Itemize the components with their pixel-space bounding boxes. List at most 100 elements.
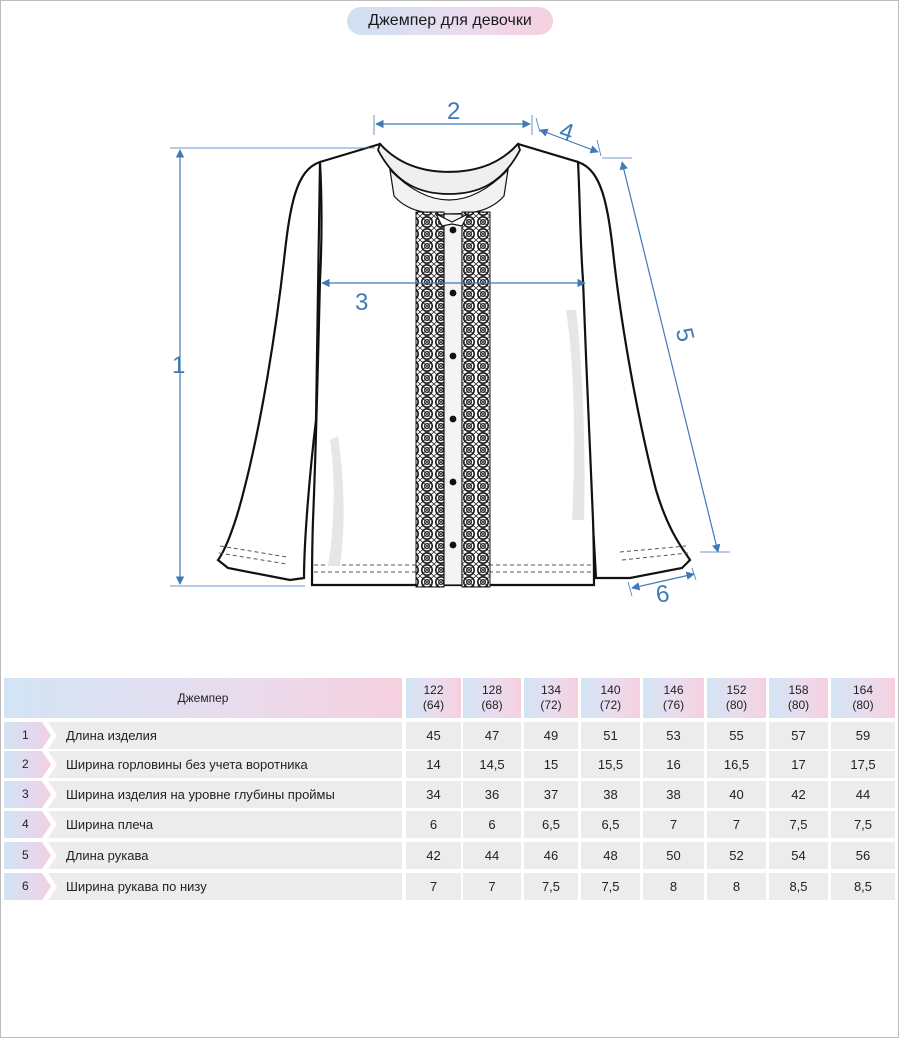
measurement-value: 17,5	[831, 751, 895, 778]
measurement-value: 40	[707, 781, 766, 808]
measurement-value: 50	[643, 842, 704, 869]
measurement-value: 6,5	[581, 811, 640, 838]
size-chest: (80)	[725, 698, 748, 712]
measurement-label: Ширина горловины без учета воротника	[48, 751, 402, 778]
measurement-value: 49	[524, 722, 578, 749]
size-chest: (80)	[787, 698, 810, 712]
size-chest: (68)	[481, 698, 503, 712]
measurement-value: 14	[406, 751, 461, 778]
garment-drawing: 1 2 3 4 5 6	[170, 98, 730, 609]
measurement-value: 53	[643, 722, 704, 749]
measurement-value: 57	[769, 722, 828, 749]
size-height: 134	[540, 683, 562, 697]
button-1	[449, 226, 457, 234]
measurement-value: 42	[769, 781, 828, 808]
measurement-value: 45	[406, 722, 461, 749]
measurement-label: Длина изделия	[48, 722, 402, 749]
dim-line-4	[539, 128, 599, 154]
size-height: 140	[600, 683, 621, 697]
neck-band	[377, 142, 521, 195]
measurement-value: 7	[406, 873, 461, 900]
measurement-number: 2	[4, 751, 51, 778]
measurement-value: 8	[707, 873, 766, 900]
measurement-value: 7,5	[524, 873, 578, 900]
measurement-value: 47	[463, 722, 521, 749]
measurement-value: 34	[406, 781, 461, 808]
size-column-header: 152(80)	[707, 678, 766, 718]
measurement-value: 36	[463, 781, 521, 808]
measurement-label: Длина рукава	[48, 842, 402, 869]
measurement-value: 59	[831, 722, 895, 749]
size-chest: (64)	[422, 698, 445, 712]
button-5	[449, 478, 457, 486]
measurement-value: 48	[581, 842, 640, 869]
size-column-header: 164(80)	[831, 678, 895, 718]
measurement-value: 52	[707, 842, 766, 869]
size-height: 128	[481, 683, 503, 697]
dim-line-5	[619, 161, 721, 553]
dim-label-1: 1	[172, 352, 185, 379]
dim-label-5: 5	[670, 325, 699, 344]
size-height: 146	[663, 683, 684, 697]
size-height: 122	[423, 683, 444, 697]
measurement-value: 44	[463, 842, 521, 869]
size-chest: (72)	[599, 698, 622, 712]
size-height: 158	[788, 683, 809, 697]
measurement-value: 37	[524, 781, 578, 808]
measurement-value: 8,5	[831, 873, 895, 900]
size-chest: (80)	[852, 698, 874, 712]
measurement-value: 7,5	[831, 811, 895, 838]
measurement-value: 54	[769, 842, 828, 869]
measurement-value: 14,5	[463, 751, 521, 778]
measurement-value: 6,5	[524, 811, 578, 838]
measurement-value: 46	[524, 842, 578, 869]
measurement-value: 7	[463, 873, 521, 900]
button-3	[449, 352, 457, 360]
measurement-label: Ширина изделия на уровне глубины проймы	[48, 781, 402, 808]
measurement-value: 8,5	[769, 873, 828, 900]
measurement-value: 8	[643, 873, 704, 900]
measurement-value: 56	[831, 842, 895, 869]
size-height: 164	[852, 683, 874, 697]
size-column-header: 146(76)	[643, 678, 704, 718]
left-lace-trim	[415, 211, 445, 588]
measurement-value: 15	[524, 751, 578, 778]
size-column-header: 140(72)	[581, 678, 640, 718]
measurement-label: Ширина рукава по низу	[48, 873, 402, 900]
measurement-number: 4	[4, 811, 51, 838]
measurement-value: 42	[406, 842, 461, 869]
size-column-header: 122(64)	[406, 678, 461, 718]
measurement-number: 6	[4, 873, 51, 900]
measurement-value: 16	[643, 751, 704, 778]
dim-label-6: 6	[654, 580, 671, 609]
right-lace-trim	[461, 211, 491, 588]
measurement-value: 7,5	[769, 811, 828, 838]
measurement-value: 7	[643, 811, 704, 838]
measurement-value: 7,5	[581, 873, 640, 900]
measurement-value: 17	[769, 751, 828, 778]
dim-label-2: 2	[447, 98, 460, 125]
measurement-value: 38	[643, 781, 704, 808]
measurement-value: 51	[581, 722, 640, 749]
size-chest: (72)	[540, 698, 562, 712]
page-title: Джемпер для девочки	[347, 7, 553, 35]
size-column-header: 158(80)	[769, 678, 828, 718]
measurement-value: 7	[707, 811, 766, 838]
button-2	[449, 289, 457, 297]
table-header-label: Джемпер	[4, 678, 402, 718]
dim-label-3: 3	[355, 289, 368, 316]
measurement-number: 3	[4, 781, 51, 808]
size-chest: (76)	[662, 698, 685, 712]
dim-line-6	[631, 571, 695, 591]
size-height: 152	[726, 683, 747, 697]
size-column-header: 134(72)	[524, 678, 578, 718]
button-6	[449, 541, 457, 549]
measurement-value: 44	[831, 781, 895, 808]
size-column-header: 128(68)	[463, 678, 521, 718]
